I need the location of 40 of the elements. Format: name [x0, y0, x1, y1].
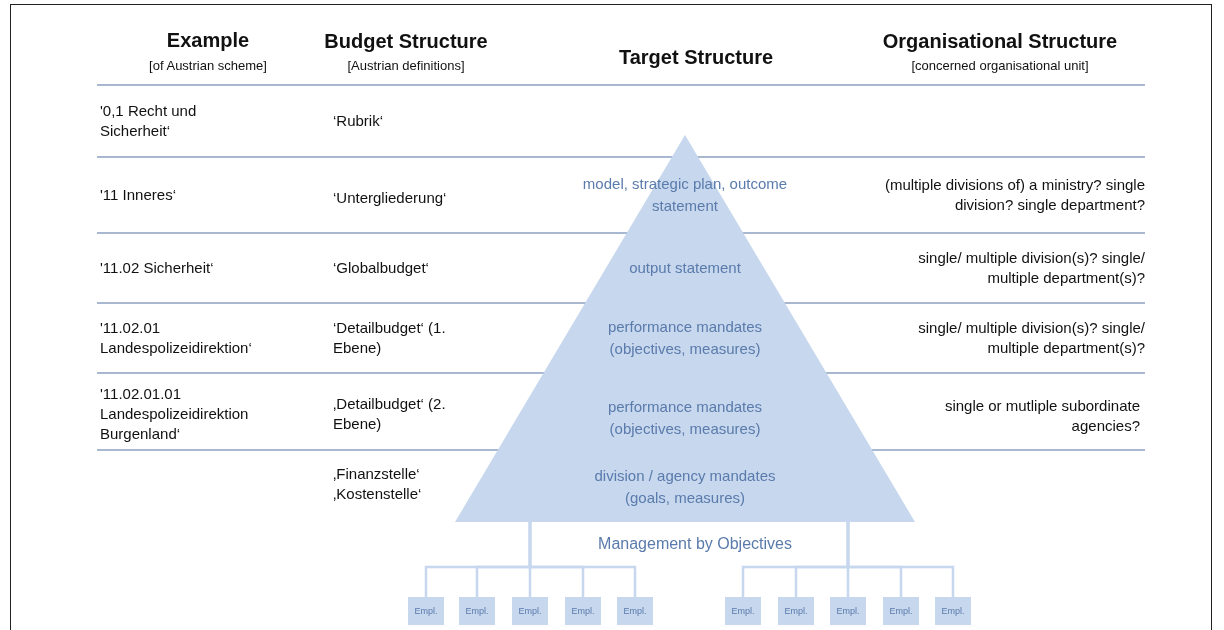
- employee-box: Empl.: [725, 597, 761, 625]
- table-cell-text: ‘Untergliederung‘: [333, 188, 448, 208]
- level-text: model, strategic plan, outcome statement: [581, 174, 789, 216]
- table-cell-text: ‘Detailbudget‘ (1. Ebene): [333, 318, 447, 358]
- connector-line: [528, 522, 637, 597]
- column-header: Example: [165, 28, 251, 52]
- employee-box: Empl.: [408, 597, 444, 625]
- column-subheader: [Austrian definitions]: [346, 58, 466, 74]
- table-cell-text: ‚Finanzstelle‘ ‚Kostenstelle‘: [333, 464, 423, 504]
- level-text: performance mandates (objectives, measures): [606, 317, 764, 359]
- table-cell-text: '0,1 Recht und Sicherheit‘: [100, 101, 198, 141]
- table-cell-text: single or mutliple subordinate agencies?: [943, 396, 1140, 436]
- employee-box: Empl.: [883, 597, 919, 625]
- employee-box: Empl.: [778, 597, 814, 625]
- level-text: division / agency mandates (goals, measures): [593, 466, 777, 508]
- column-header: Target Structure: [617, 45, 775, 69]
- column-header: Organisational Structure: [881, 29, 1119, 53]
- column-header: Budget Structure: [323, 29, 489, 53]
- table-cell-text: ‚Detailbudget‘ (2. Ebene): [333, 394, 447, 434]
- table-cell-text: ‘Globalbudget‘: [333, 258, 430, 278]
- table-cell-text: single/ multiple division(s)? single/ multiple department(s)?: [917, 318, 1145, 358]
- table-cell-text: (multiple divisions of) a ministry? single division? single department?: [883, 175, 1145, 215]
- employee-box: Empl.: [617, 597, 653, 625]
- table-cell-text: '11.02.01.01 Landespolizeidirektion Burgenland‘: [100, 384, 250, 444]
- table-cell-text: '11 Inneres‘: [100, 185, 177, 205]
- table-cell-text: '11.02.01 Landespolizeidirektion‘: [100, 318, 253, 358]
- employee-box: Empl.: [935, 597, 971, 625]
- employee-box: Empl.: [830, 597, 866, 625]
- caption-text: Management by Objectives: [597, 534, 793, 554]
- level-text: performance mandates (objectives, measures): [606, 397, 764, 439]
- level-text: output statement: [628, 258, 742, 278]
- employee-box: Empl.: [565, 597, 601, 625]
- column-subheader: [of Austrian scheme]: [148, 58, 268, 74]
- table-cell-text: single/ multiple division(s)? single/ multiple department(s)?: [917, 248, 1145, 288]
- table-cell-text: ‘Rubrik‘: [333, 111, 384, 131]
- column-subheader: [concerned organisational unit]: [910, 58, 1090, 74]
- table-cell-text: '11.02 Sicherheit‘: [100, 258, 215, 278]
- employee-box: Empl.: [459, 597, 495, 625]
- connector-line: [846, 522, 955, 597]
- employee-box: Empl.: [512, 597, 548, 625]
